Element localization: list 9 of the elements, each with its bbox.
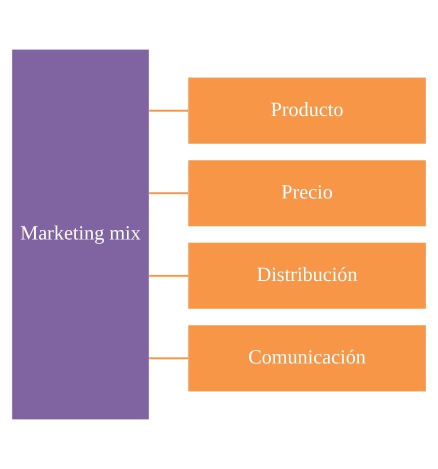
connector: [149, 192, 188, 194]
node-box: Marketing mix: [12, 50, 149, 420]
node-box: Precio: [188, 160, 426, 226]
node-box: Producto: [188, 78, 426, 144]
node-box: Distribución: [188, 242, 426, 309]
node-box: Comunicación: [188, 325, 426, 392]
connector: [149, 357, 188, 360]
connector: [149, 274, 188, 277]
connector: [149, 110, 188, 112]
